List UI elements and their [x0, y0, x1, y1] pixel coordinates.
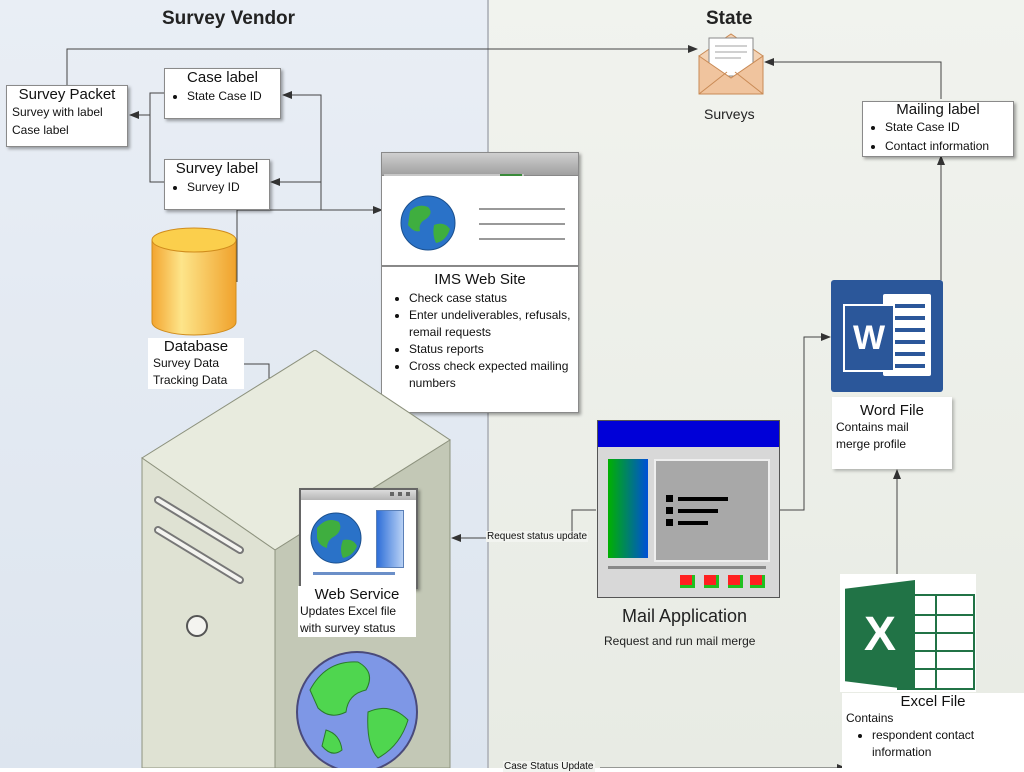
web-service-label: Web Service Updates Excel file with surv…: [298, 586, 416, 637]
web-service-title: Web Service: [314, 586, 400, 603]
ims-website-title: IMS Web Site: [434, 271, 526, 288]
globe-icon: [310, 512, 362, 564]
ims-item: Cross check expected mailing numbers: [409, 358, 574, 392]
excel-file-lead: Contains: [846, 711, 894, 725]
web-service-window: [299, 488, 418, 589]
ims-item: Check case status: [409, 290, 574, 307]
survey-label-title: Survey label: [175, 160, 259, 177]
excel-letter-icon: X: [845, 580, 915, 690]
database-title: Database: [163, 338, 229, 355]
survey-packet-title: Survey Packet: [18, 86, 116, 103]
word-file-title: Word File: [860, 402, 924, 419]
survey-packet-box: Survey Packet Survey with label Case lab…: [6, 85, 128, 147]
case-status-label: Case Status Update: [503, 761, 595, 772]
database-cylinder-icon: [151, 227, 237, 336]
database-line: Tracking Data: [153, 373, 228, 387]
word-file-line: merge profile: [836, 437, 907, 451]
survey-label-box: Survey label Survey ID: [164, 159, 270, 210]
word-file-label: Word File Contains mail merge profile: [832, 397, 952, 469]
ims-window-titlebar: [382, 153, 578, 176]
case-label-item: State Case ID: [187, 88, 280, 104]
mail-app-subtitle: Request and run mail merge: [604, 634, 756, 648]
web-service-line: Updates Excel file: [300, 604, 397, 618]
excel-file-label: Excel File Contains respondent contact i…: [842, 693, 1024, 768]
excel-file-title: Excel File: [900, 693, 966, 710]
mailing-label-box: Mailing label State Case ID Contact info…: [862, 101, 1014, 157]
survey-label-item: Survey ID: [187, 179, 269, 195]
state-title: State: [706, 8, 753, 29]
mailing-label-item: State Case ID: [885, 118, 1013, 137]
mailing-label-title: Mailing label: [896, 101, 980, 118]
app-content-panel: [654, 459, 770, 562]
word-file-icon: W: [831, 280, 943, 392]
request-status-label: Request status update: [486, 531, 589, 542]
mailing-label-item: Contact information: [885, 137, 1013, 156]
mail-app-title: Mail Application: [622, 606, 748, 626]
globe-icon: [400, 195, 456, 251]
mail-application-window: [597, 420, 780, 598]
case-label-title: Case label: [187, 69, 258, 86]
app-gradient-panel: [608, 459, 648, 558]
ims-website-box: IMS Web Site Check case status Enter und…: [381, 266, 579, 413]
ims-item: Enter undeliverables, refusals, remail r…: [409, 307, 574, 341]
surveys-label: Surveys: [704, 106, 755, 122]
survey-vendor-title: Survey Vendor: [162, 8, 296, 29]
internet-globe-icon: [296, 651, 418, 768]
app-titlebar: [598, 421, 779, 447]
word-letter: W: [843, 304, 895, 372]
survey-packet-line: Survey with label: [12, 105, 103, 119]
survey-packet-line: Case label: [12, 123, 69, 137]
excel-file-item: respondent contact information: [872, 727, 992, 761]
ims-website-window: [381, 152, 579, 266]
ims-item: Status reports: [409, 341, 574, 358]
envelope-icon: [698, 33, 764, 95]
database-label: Database Survey Data Tracking Data: [148, 338, 244, 389]
word-file-line: Contains mail: [836, 420, 909, 434]
case-label-box: Case label State Case ID: [164, 68, 281, 119]
database-line: Survey Data: [153, 356, 220, 370]
web-service-line: with survey status: [300, 621, 396, 635]
